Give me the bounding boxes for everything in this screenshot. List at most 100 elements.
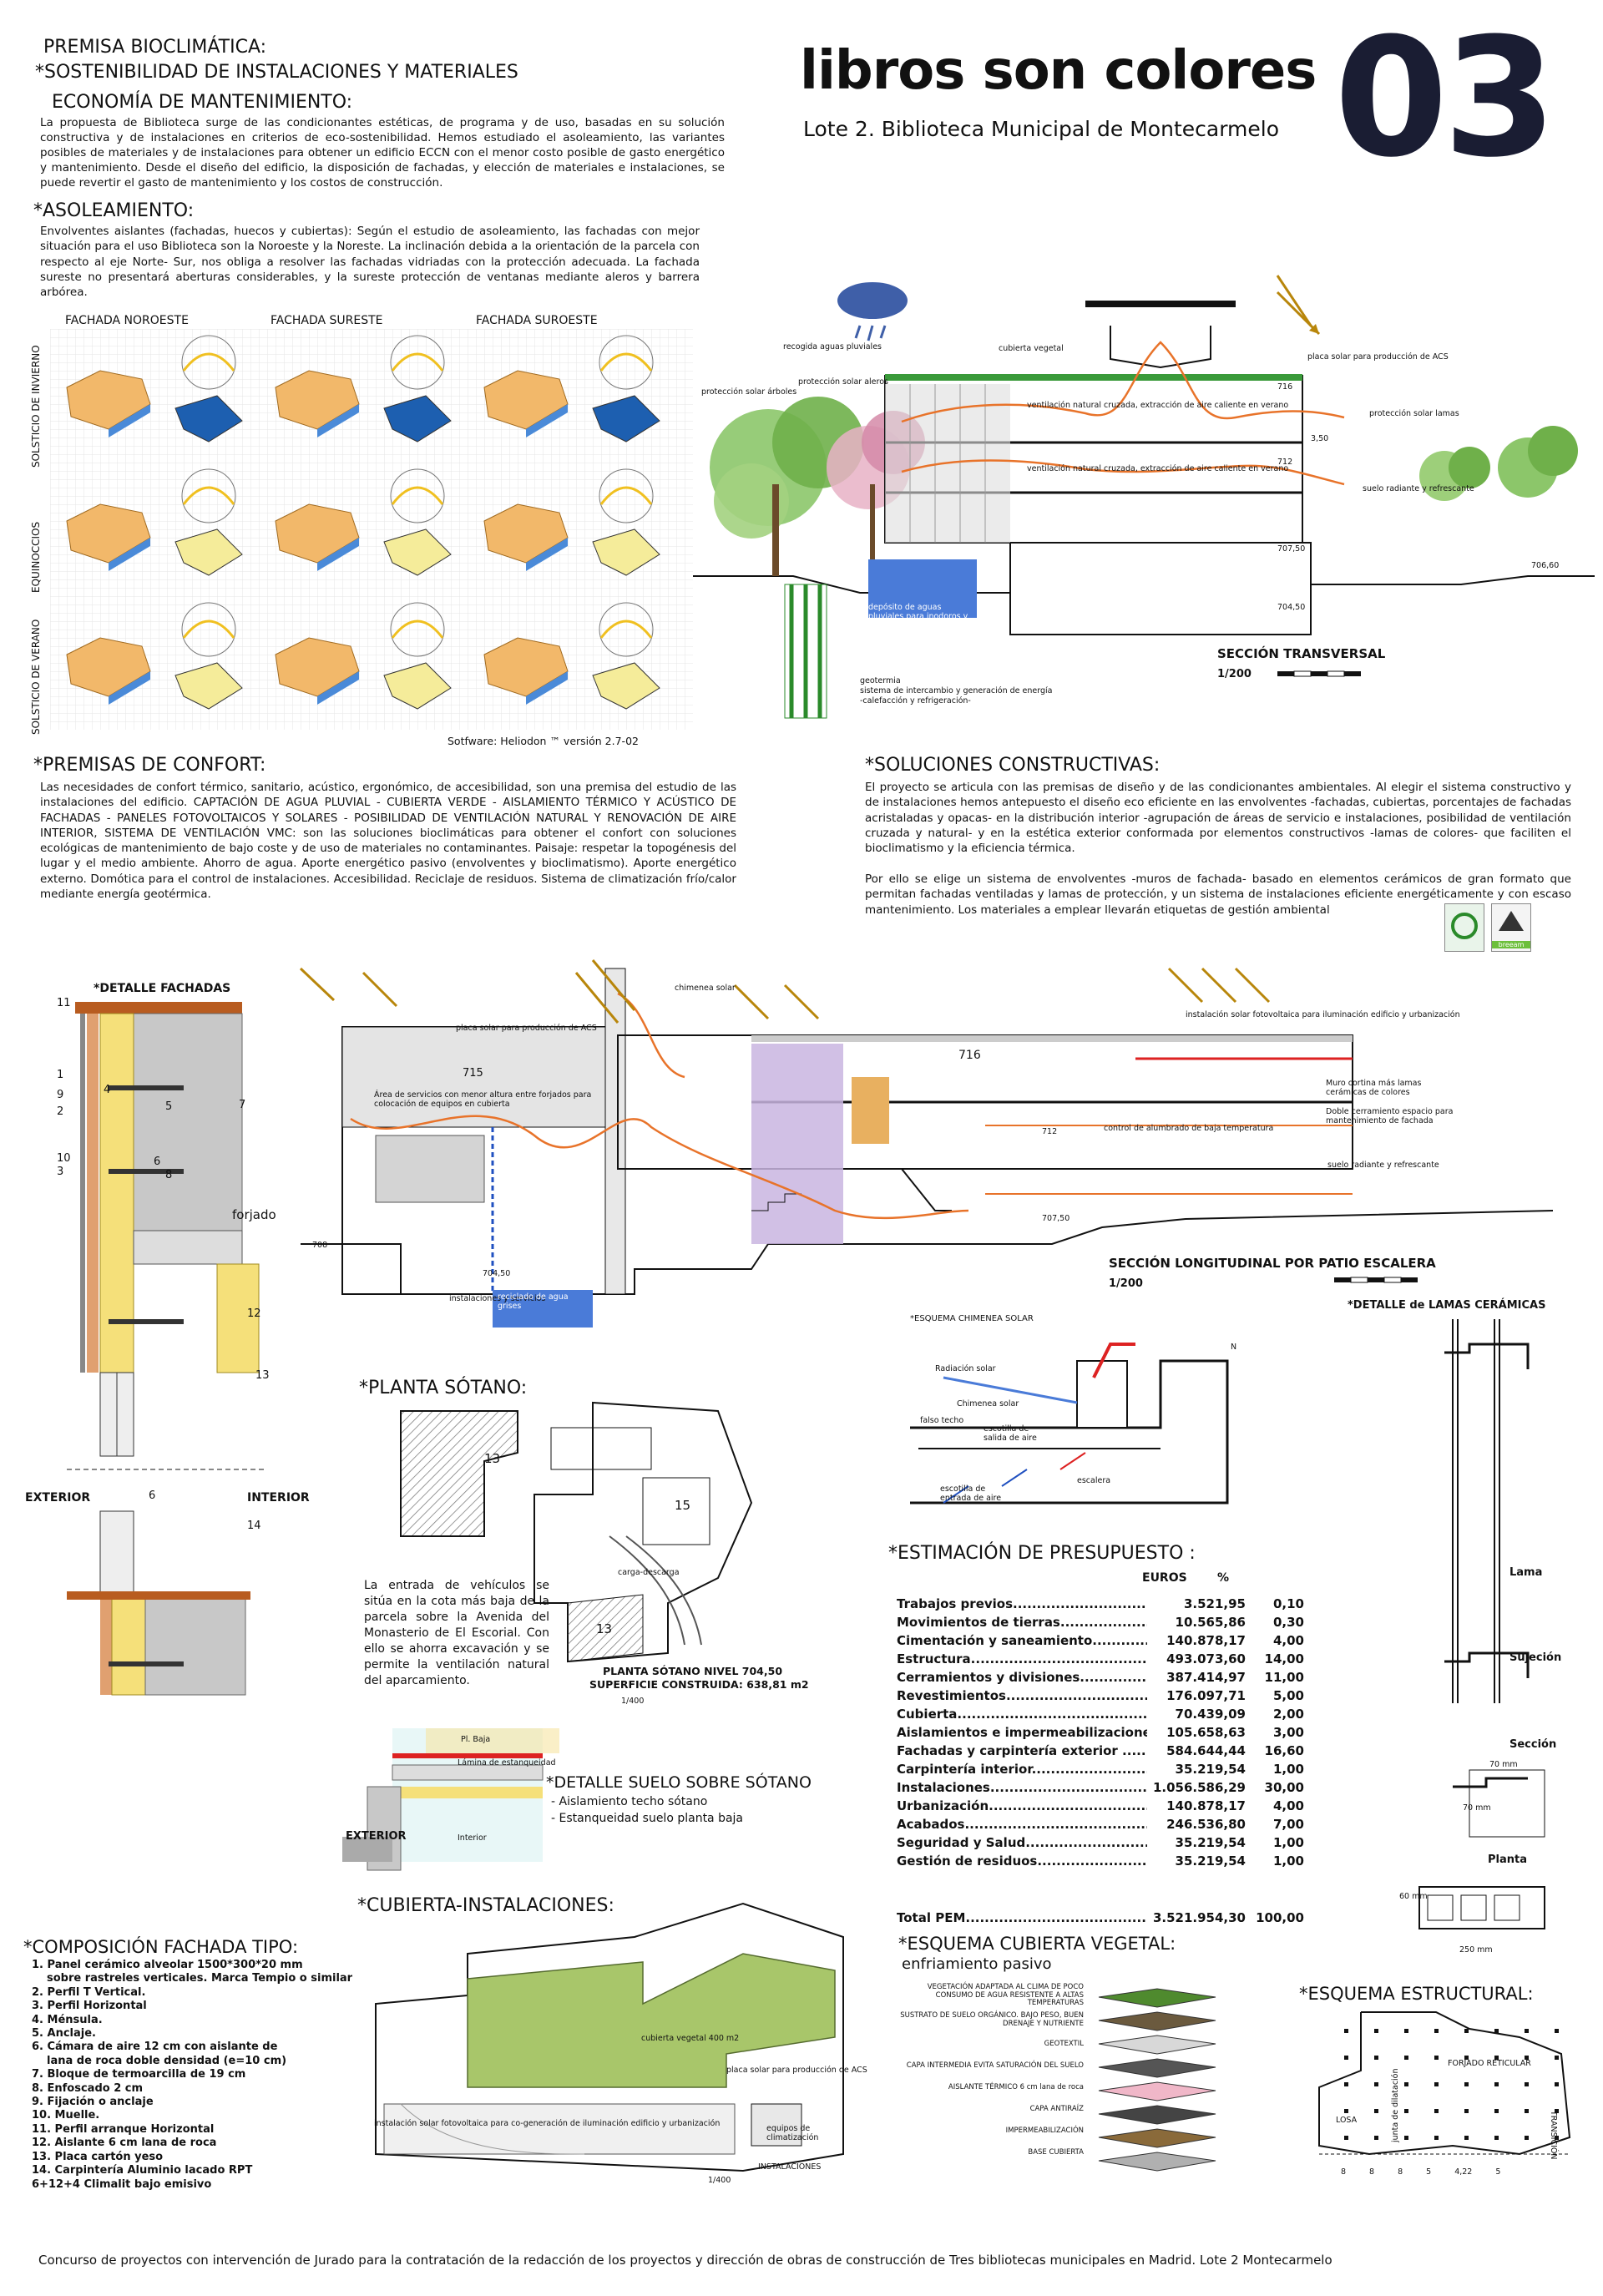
soluciones-text2: Por ello se elige un sistema de envolven… — [865, 872, 1571, 917]
heliodon-cell — [483, 602, 660, 710]
structure-column — [1434, 2029, 1439, 2033]
structure-column — [1404, 2082, 1408, 2086]
sotano-15: 15 — [675, 1498, 691, 1513]
structure-column — [1434, 2056, 1439, 2060]
presupuesto-pct: 4,00 — [1272, 1633, 1304, 1648]
presupuesto-pct: 1,00 — [1272, 1853, 1304, 1869]
composicion-item: 9. Fijación o anclaje — [32, 2096, 154, 2109]
estructural-drawing — [1318, 2011, 1571, 2156]
structure-column — [1464, 2109, 1469, 2113]
cubierta-inst-drawing — [375, 1902, 844, 2172]
presupuesto-amount: 10.565,86 — [1175, 1615, 1246, 1630]
layer-label: AISLANTE TÉRMICO 6 cm lana de roca — [948, 2083, 1084, 2091]
lbl-706: 706,60 — [1531, 561, 1560, 570]
presupuesto-row: Movimientos de tierras..................… — [897, 1613, 1314, 1631]
breeam-badge-icon: breeam — [1491, 903, 1531, 952]
cubierta-equipos-label: equipos de climatización — [766, 2124, 819, 2142]
suelo-interior: Interior — [458, 1833, 487, 1843]
presupuesto-row: Cimentación y saneamiento...............… — [897, 1631, 1314, 1650]
col-suroeste: FACHADA SUROESTE — [476, 314, 598, 327]
cubierta-vegetal-title: *ESQUEMA CUBIERTA VEGETAL: — [898, 1934, 1176, 1954]
fachada-num-6b: 6 — [149, 1489, 156, 1502]
chimenea-chimenea: Chimenea solar — [957, 1399, 1019, 1408]
sotano-plan-sub: SUPERFICIE CONSTRUIDA: 638,81 m2 — [589, 1678, 809, 1691]
sotano-13b: 13 — [596, 1621, 613, 1636]
chimenea-north: N — [1231, 1343, 1237, 1352]
structure-column — [1404, 2029, 1408, 2033]
long-muro: Muro cortina más lamas cerámicas de colo… — [1326, 1079, 1422, 1097]
structure-column — [1464, 2136, 1469, 2140]
fachada-num-9: 9 — [57, 1089, 64, 1101]
presupuesto-row: Acabados................................… — [897, 1815, 1314, 1833]
presupuesto-label: Gestión de residuos.....................… — [897, 1853, 1147, 1869]
detalle-suelo-drawing — [342, 1728, 559, 1871]
layer-geo — [1098, 2035, 1216, 2055]
lamas-title: *DETALLE de LAMAS CERÁMICAS — [1348, 1299, 1546, 1312]
chimenea-salida: escotilla de salida de aire — [984, 1424, 1037, 1443]
presupuesto-label: Urbanización............................… — [897, 1798, 1147, 1813]
long-servicios: Área de servicios con menor altura entre… — [374, 1090, 592, 1109]
fachada-num-11: 11 — [57, 997, 71, 1009]
presupuesto-title: *ESTIMACIÓN DE PRESUPUESTO : — [888, 1543, 1196, 1564]
composicion-item: 5. Anclaje. — [32, 2027, 96, 2041]
lamas-d250: 250 mm — [1459, 1945, 1493, 1955]
software-credit: Sotfware: Heliodon ™ versión 2.7-02 — [448, 735, 639, 747]
presupuesto-row: Aislamientos e impermeabilizaciones...10… — [897, 1723, 1314, 1742]
detalle-suelo-title: *DETALLE SUELO SOBRE SÓTANO — [546, 1773, 812, 1792]
soluciones-text: El proyecto se articula con las premisas… — [865, 781, 1571, 856]
col-noroeste: FACHADA NOROESTE — [65, 314, 189, 327]
long-placa: placa solar para producción de ACS — [456, 1024, 597, 1033]
structure-column — [1555, 2136, 1559, 2140]
lamas-planta: Planta — [1488, 1853, 1527, 1866]
presupuesto-total-label: Total PEM...............................… — [897, 1910, 1147, 1925]
cubierta-fotovoltaica-label: instalación solar fotovoltaica para co-g… — [374, 2119, 721, 2128]
structure-column — [1434, 2082, 1439, 2086]
structure-column — [1344, 2136, 1348, 2140]
chimenea-falso: falso techo — [920, 1416, 964, 1425]
structure-column — [1344, 2082, 1348, 2086]
structure-column — [1494, 2082, 1499, 2086]
structure-column — [1344, 2029, 1348, 2033]
presupuesto-pct: 16,60 — [1264, 1743, 1304, 1758]
heliodon-cell — [483, 335, 660, 443]
composicion-item: sobre rastreles verticales. Marca Tempio… — [47, 1972, 353, 1985]
layer-inter — [1098, 2058, 1216, 2078]
presupuesto-row: Fachadas y carpintería exterior ........… — [897, 1742, 1314, 1760]
composicion-item: 8. Enfoscado 2 cm — [32, 2081, 144, 2095]
structure-column — [1434, 2136, 1439, 2140]
composicion-item: 13. Placa cartón yeso — [32, 2150, 164, 2163]
layer-veg — [1098, 1988, 1216, 2008]
presupuesto-row: Urbanización............................… — [897, 1797, 1314, 1815]
lbl-704: 704,50 — [1277, 603, 1306, 612]
presupuesto-label: Instalaciones...........................… — [897, 1780, 1147, 1795]
layer-label: IMPERMEABILIZACIÓN — [1005, 2127, 1084, 2135]
lbl-cubierta: cubierta vegetal — [999, 344, 1064, 353]
presupuesto-total-row: Total PEM...............................… — [897, 1909, 1314, 1927]
layer-label: CAPA INTERMEDIA EVITA SATURACIÓN DEL SUE… — [906, 2061, 1084, 2070]
fachada-num-3: 3 — [57, 1166, 64, 1178]
cubierta-vegetal-label: cubierta vegetal 400 m2 — [641, 2034, 740, 2043]
col-sureste: FACHADA SURESTE — [271, 314, 383, 327]
layer-antiraiz — [1098, 2105, 1216, 2125]
presupuesto-amount: 493.073,60 — [1166, 1651, 1246, 1666]
fachada-num-6: 6 — [154, 1156, 161, 1168]
cubierta-instalaciones-label: INSTALACIONES — [758, 2162, 822, 2172]
presupuesto-pct: 11,00 — [1264, 1670, 1304, 1685]
presupuesto-amount: 584.644,44 — [1166, 1743, 1246, 1758]
structure-column — [1555, 2082, 1559, 2086]
fachada-num-10: 10 — [57, 1152, 71, 1165]
structure-column — [1374, 2056, 1378, 2060]
sotano-carga: carga-descarga — [618, 1568, 680, 1577]
presupuesto-amount: 105.658,63 — [1166, 1725, 1246, 1740]
page-subtitle: Lote 2. Biblioteca Municipal de Montecar… — [803, 117, 1280, 141]
presupuesto-amount: 246.536,80 — [1166, 1817, 1246, 1832]
long-712: 712 — [1042, 1127, 1058, 1136]
structure-column — [1374, 2082, 1378, 2086]
chimenea-radiacion: Radiación solar — [935, 1364, 996, 1373]
presupuesto-amount: 176.097,71 — [1166, 1688, 1246, 1703]
layer-label: VEGETACIÓN ADAPTADA AL CLIMA DE POCO CON… — [927, 1983, 1084, 2007]
presupuesto-amount: 35.219,54 — [1175, 1762, 1246, 1777]
presupuesto-label: Carpintería interior....................… — [897, 1762, 1147, 1777]
esquema-chimenea-drawing — [910, 1343, 1229, 1505]
fachada-num-14: 14 — [247, 1520, 261, 1532]
